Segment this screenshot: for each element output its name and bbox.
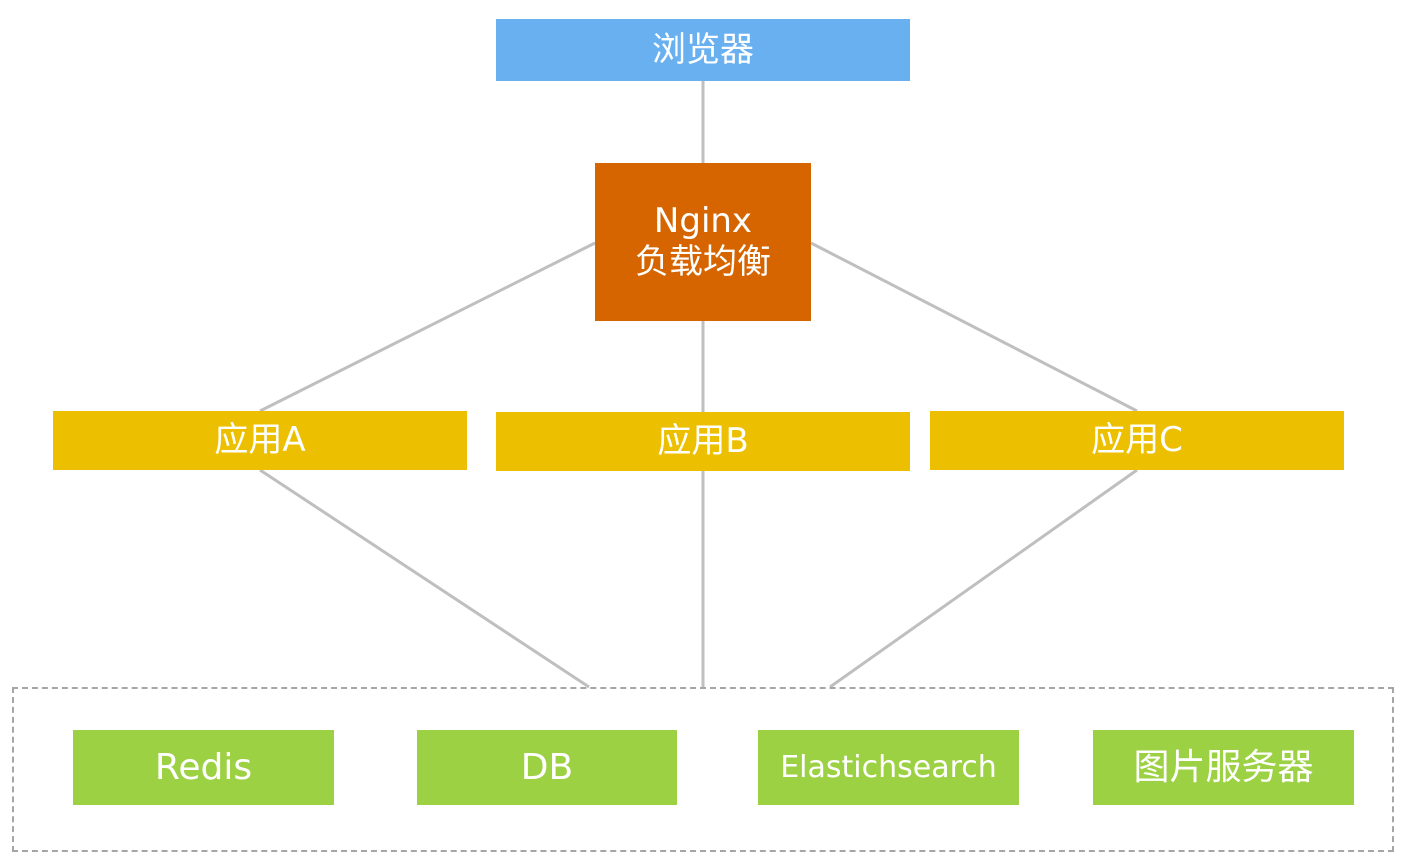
redis-label: Redis xyxy=(154,746,253,788)
app-c-label: 应用C xyxy=(1091,420,1183,461)
connector-app-a-backend xyxy=(259,468,590,689)
db-label: DB xyxy=(520,746,574,788)
backend-services-group xyxy=(12,687,1394,852)
image-server-label: 图片服务器 xyxy=(1133,746,1314,788)
nginx-load-balancer-node: Nginx 负载均衡 xyxy=(595,163,811,321)
image-server-node: 图片服务器 xyxy=(1093,730,1354,805)
connector-app-c-backend xyxy=(829,468,1138,689)
app-a-node: 应用A xyxy=(53,411,467,470)
browser-node: 浏览器 xyxy=(496,19,910,81)
connector-nginx-app-a xyxy=(259,241,596,413)
app-a-label: 应用A xyxy=(214,420,306,461)
connector-nginx-app-c xyxy=(810,241,1138,413)
elasticsearch-label: Elastichsearch xyxy=(780,749,997,785)
elasticsearch-node: Elastichsearch xyxy=(758,730,1019,805)
browser-label: 浏览器 xyxy=(652,29,754,70)
nginx-label: Nginx xyxy=(653,201,753,242)
load-balancer-label: 负载均衡 xyxy=(635,242,771,282)
db-node: DB xyxy=(417,730,677,805)
app-b-label: 应用B xyxy=(657,421,749,462)
redis-node: Redis xyxy=(73,730,334,805)
app-c-node: 应用C xyxy=(930,411,1344,470)
app-b-node: 应用B xyxy=(496,412,910,471)
